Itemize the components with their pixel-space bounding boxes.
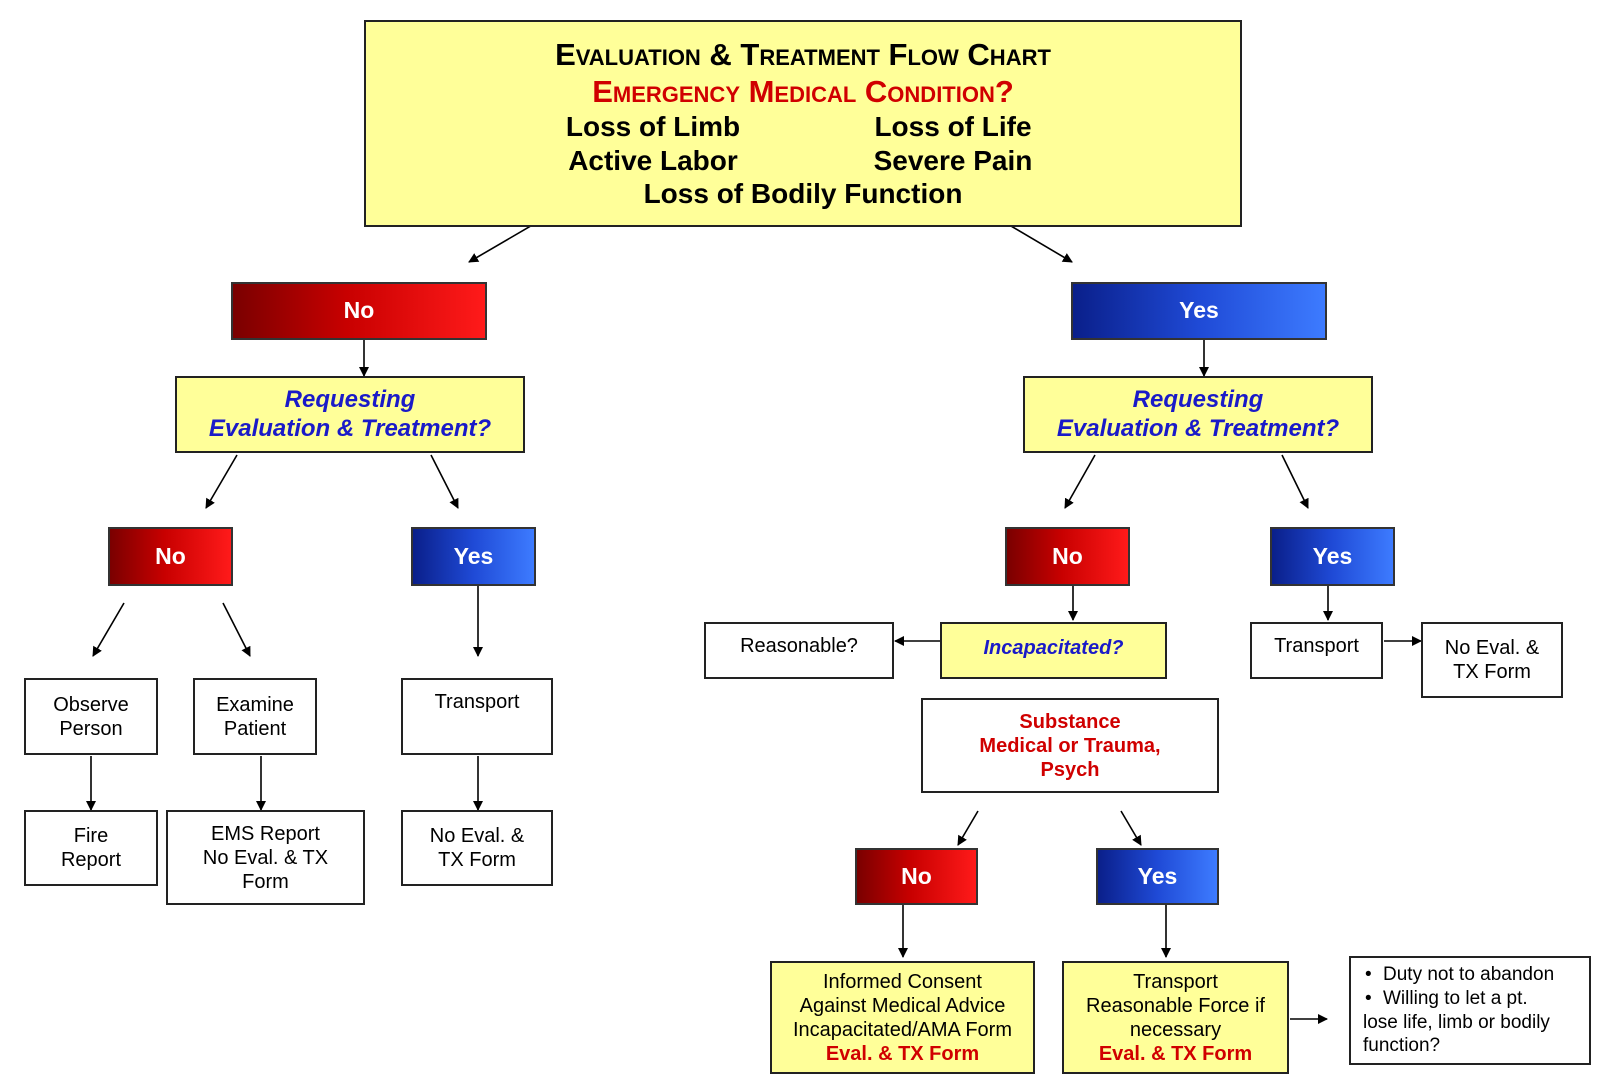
emc-yes-label: Yes: [1179, 297, 1219, 324]
duty-box: Duty not to abandon Willing to let a pt.…: [1349, 956, 1591, 1065]
observe-person-box: Observe Person: [24, 678, 158, 755]
ems-line1: EMS Report: [211, 822, 320, 845]
fire-line2: Report: [60, 849, 122, 871]
consent-line2: Against Medical Advice: [799, 994, 1006, 1017]
arrow-substance-to-yes: [1120, 810, 1142, 846]
left-no-label: No: [155, 542, 186, 569]
reasonable-box: Reasonable?: [704, 622, 894, 679]
examine-line2: Patient: [223, 717, 287, 740]
incapacitated-label: Incapacitated?: [983, 637, 1124, 659]
right-transport-box: Transport: [1250, 622, 1383, 679]
requesting-left-box: Requesting Evaluation & Treatment?: [175, 376, 525, 453]
arrow-req-left-to-yes: [430, 454, 459, 509]
requesting-right-line2: Evaluation & Treatment?: [1056, 414, 1340, 442]
duty-item-4: function?: [1363, 1035, 1441, 1057]
duty-list: Duty not to abandon Willing to let a pt.: [1363, 963, 1554, 1011]
reasonable-label: Reasonable?: [740, 635, 858, 657]
title-box: Evaluation & Treatment Flow Chart Emerge…: [364, 20, 1242, 227]
right-no-eval-form-box: No Eval. & TX Form: [1421, 622, 1563, 698]
substance-no-label: No: [901, 862, 932, 889]
condition-loss-of-life: Loss of Life: [874, 111, 1032, 143]
substance-yes-label: Yes: [1137, 862, 1178, 889]
condition-loss-of-bodily-function: Loss of Bodily Function: [643, 178, 963, 210]
right-yes-label: Yes: [1312, 542, 1353, 569]
substance-line1: Substance: [1019, 710, 1121, 733]
consent-line1: Informed Consent: [823, 970, 982, 993]
consent-line4: Eval. & TX Form: [825, 1042, 980, 1065]
duty-item-2: Willing to let a pt.: [1363, 987, 1554, 1011]
left-transport-label: Transport: [434, 691, 520, 713]
force-line4: Eval. & TX Form: [1098, 1042, 1253, 1065]
right-form-line1: No Eval. &: [1444, 637, 1540, 659]
arrow-no-to-observe: [92, 602, 125, 657]
arrow-req-right-to-no: [1064, 454, 1096, 509]
examine-line1: Examine: [216, 693, 294, 716]
substance-line2: Medical or Trauma,: [979, 734, 1161, 757]
emc-yes-box: Yes: [1071, 282, 1327, 340]
arrow-no-to-examine: [222, 602, 251, 657]
left-yes-label: Yes: [453, 542, 494, 569]
fire-report-box: Fire Report: [24, 810, 158, 886]
right-no-box: No: [1005, 527, 1130, 586]
emc-no-box: No: [231, 282, 487, 340]
arrow-req-left-to-no: [205, 454, 238, 509]
requesting-right-box: Requesting Evaluation & Treatment?: [1023, 376, 1373, 453]
conditions-row-1: Loss of Limb Loss of Life: [366, 110, 1240, 144]
arrow-substance-to-no: [957, 810, 979, 846]
requesting-left-line1: Requesting: [284, 385, 416, 413]
left-yes-box: Yes: [411, 527, 536, 586]
informed-consent-box: Informed Consent Against Medical Advice …: [770, 961, 1035, 1074]
left-form-line1: No Eval. &: [429, 825, 525, 847]
left-no-eval-form-box: No Eval. & TX Form: [401, 810, 553, 886]
requesting-left-line2: Evaluation & Treatment?: [208, 414, 492, 442]
condition-active-labor: Active Labor: [568, 144, 738, 176]
substance-no-box: No: [855, 848, 978, 905]
fire-line1: Fire: [73, 825, 109, 847]
right-transport-label: Transport: [1274, 635, 1359, 657]
right-form-line2: TX Form: [1453, 661, 1531, 683]
substance-line3: Psych: [1040, 758, 1100, 781]
transport-force-box: Transport Reasonable Force if necessary …: [1062, 961, 1289, 1074]
consent-line3: Incapacitated/AMA Form: [793, 1018, 1012, 1041]
substance-box: Substance Medical or Trauma, Psych: [921, 698, 1219, 793]
ems-line3: Form: [242, 870, 289, 893]
force-line1: Transport: [1133, 970, 1218, 993]
left-no-box: No: [108, 527, 233, 586]
duty-item-1: Duty not to abandon: [1363, 963, 1554, 987]
chart-title: Evaluation & Treatment Flow Chart: [555, 36, 1051, 72]
substance-yes-box: Yes: [1096, 848, 1219, 905]
emergency-question: Emergency Medical Condition?: [592, 74, 1014, 110]
observe-line2: Person: [59, 717, 123, 740]
force-line3: necessary: [1129, 1018, 1222, 1041]
left-form-line2: TX Form: [438, 849, 516, 871]
ems-line2: No Eval. & TX: [202, 846, 329, 869]
left-transport-box: Transport: [401, 678, 553, 755]
conditions-row-2: Active Labor Severe Pain: [366, 144, 1240, 178]
requesting-right-line1: Requesting: [1132, 385, 1264, 413]
condition-loss-of-limb: Loss of Limb: [565, 111, 741, 143]
condition-severe-pain: Severe Pain: [873, 144, 1033, 176]
right-no-label: No: [1052, 542, 1083, 569]
right-yes-box: Yes: [1270, 527, 1395, 586]
examine-patient-box: Examine Patient: [193, 678, 317, 755]
incapacitated-box: Incapacitated?: [940, 622, 1167, 679]
observe-line1: Observe: [53, 693, 129, 716]
force-line2: Reasonable Force if: [1086, 994, 1265, 1017]
duty-item-3: lose life, limb or bodily: [1363, 1011, 1550, 1033]
arrow-req-right-to-yes: [1281, 454, 1309, 509]
ems-report-box: EMS Report No Eval. & TX Form: [166, 810, 365, 905]
emc-no-label: No: [343, 297, 375, 324]
